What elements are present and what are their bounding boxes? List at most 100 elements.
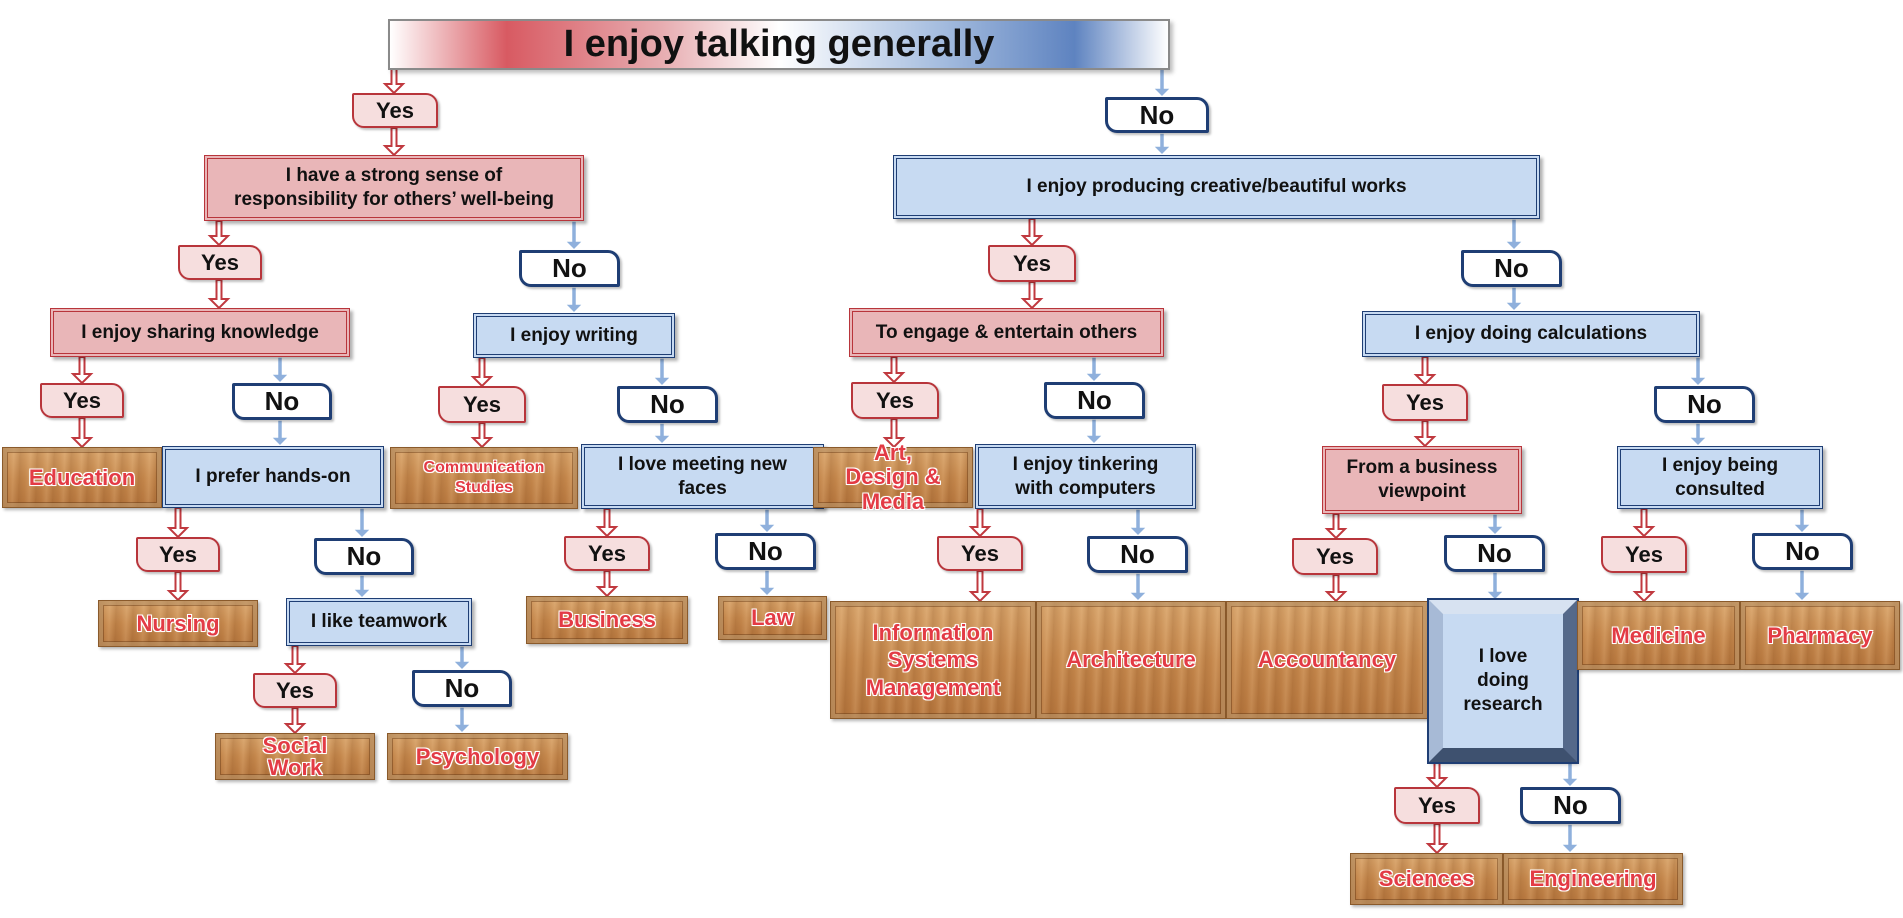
yes-tinkering: Yes [937,536,1023,571]
root-question: I enjoy talking generally [388,19,1170,70]
yes-arrow [968,570,992,603]
yes-arrow [595,570,619,598]
yes-arrow [1324,513,1348,540]
no-talking: No [1105,97,1209,133]
yes-creative: Yes [988,245,1076,282]
yes-arrow [166,507,190,539]
no-arrow [756,569,778,598]
no-arrow [269,356,291,385]
no-teamwork: No [412,670,512,707]
no-research: No [1520,787,1621,824]
no-arrow [1151,132,1173,157]
career-communication-studies: Communication Studies [390,447,578,509]
yes-arrow [470,422,494,449]
yes-arrow [1020,218,1044,247]
career-psychology: Psychology [387,733,568,780]
no-arrow [1559,761,1581,789]
question-writing: I enjoy writing [473,313,675,358]
career-architecture: Architecture [1036,601,1226,719]
yes-arrow [1425,823,1449,855]
no-arrow [1503,286,1525,313]
question-hands-on: I prefer hands-on [162,446,384,508]
no-arrow [351,507,373,540]
question-creative-works: I enjoy producing creative/beautiful wor… [893,155,1540,219]
yes-hands-on: Yes [136,537,220,572]
career-accountancy: Accountancy [1226,601,1428,719]
career-pharmacy: Pharmacy [1740,601,1900,670]
yes-writing: Yes [438,386,526,423]
question-research: I love doing research [1427,598,1579,764]
no-arrow [451,706,473,735]
yes-responsibility: Yes [178,245,262,280]
yes-arrow [283,645,307,675]
yes-arrow [283,707,307,735]
career-engineering: Engineering [1503,853,1683,905]
yes-arrow [470,357,494,388]
yes-arrow [166,571,190,602]
yes-arrow [968,508,992,538]
yes-arrow [382,127,406,157]
career-medicine: Medicine [1577,601,1740,670]
career-law: Law [718,596,827,640]
no-arrow [1791,508,1813,535]
yes-arrow [1632,508,1656,538]
career-social-work: Social Work [215,733,375,780]
no-arrow [1127,508,1149,538]
yes-talking: Yes [352,93,438,128]
yes-arrow [882,356,906,384]
career-sciences: Sciences [1350,853,1503,905]
yes-arrow [1425,761,1449,789]
no-arrow [351,574,373,600]
question-business-viewpoint: From a business viewpoint [1322,446,1522,514]
question-meeting-new-faces: I love meeting new faces [581,444,824,509]
no-arrow [1484,571,1506,602]
no-engage: No [1044,382,1145,419]
no-arrow [563,286,585,315]
yes-engage: Yes [851,382,939,419]
yes-arrow [1413,420,1437,448]
yes-research: Yes [1394,787,1480,824]
question-responsibility: I have a strong sense of responsibility … [204,155,584,221]
career-nursing: Nursing [98,600,258,647]
no-sharing: No [232,383,332,420]
no-arrow [1127,572,1149,603]
yes-arrow [70,356,94,385]
no-arrow [1687,356,1709,388]
no-arrow [1687,422,1709,448]
no-consulted: No [1752,533,1853,570]
question-engage-entertain: To engage & entertain others [849,308,1164,357]
yes-arrow [595,508,619,538]
question-being-consulted: I enjoy being consulted [1617,446,1823,509]
yes-teamwork: Yes [253,673,337,708]
no-arrow [269,419,291,448]
yes-arrow [1020,281,1044,310]
yes-arrow [1413,356,1437,386]
no-arrow [1083,418,1105,446]
question-tinkering-computers: I enjoy tinkering with computers [975,444,1196,509]
no-arrow [651,357,673,388]
no-arrow [1503,218,1525,252]
no-calculations: No [1654,386,1755,423]
career-business: Business [526,596,688,644]
yes-sharing: Yes [40,383,124,418]
career-art-design-media: Art, Design & Media [813,441,973,513]
career-education: Education [2,447,162,508]
no-arrow [1791,569,1813,603]
no-writing: No [617,386,718,423]
no-creative: No [1461,250,1562,287]
no-arrow [451,645,473,672]
no-business: No [1444,535,1545,572]
question-teamwork: I like teamwork [286,598,472,646]
yes-business: Yes [1292,538,1378,575]
yes-calculations: Yes [1382,384,1468,421]
no-tinkering: No [1087,536,1188,573]
yes-arrow [70,417,94,449]
yes-consulted: Yes [1601,536,1687,573]
no-arrow [756,508,778,535]
yes-arrow [1324,574,1348,603]
question-sharing-knowledge: I enjoy sharing knowledge [50,308,350,357]
no-arrow [651,422,673,446]
no-arrow [1559,823,1581,855]
no-arrow [563,220,585,252]
